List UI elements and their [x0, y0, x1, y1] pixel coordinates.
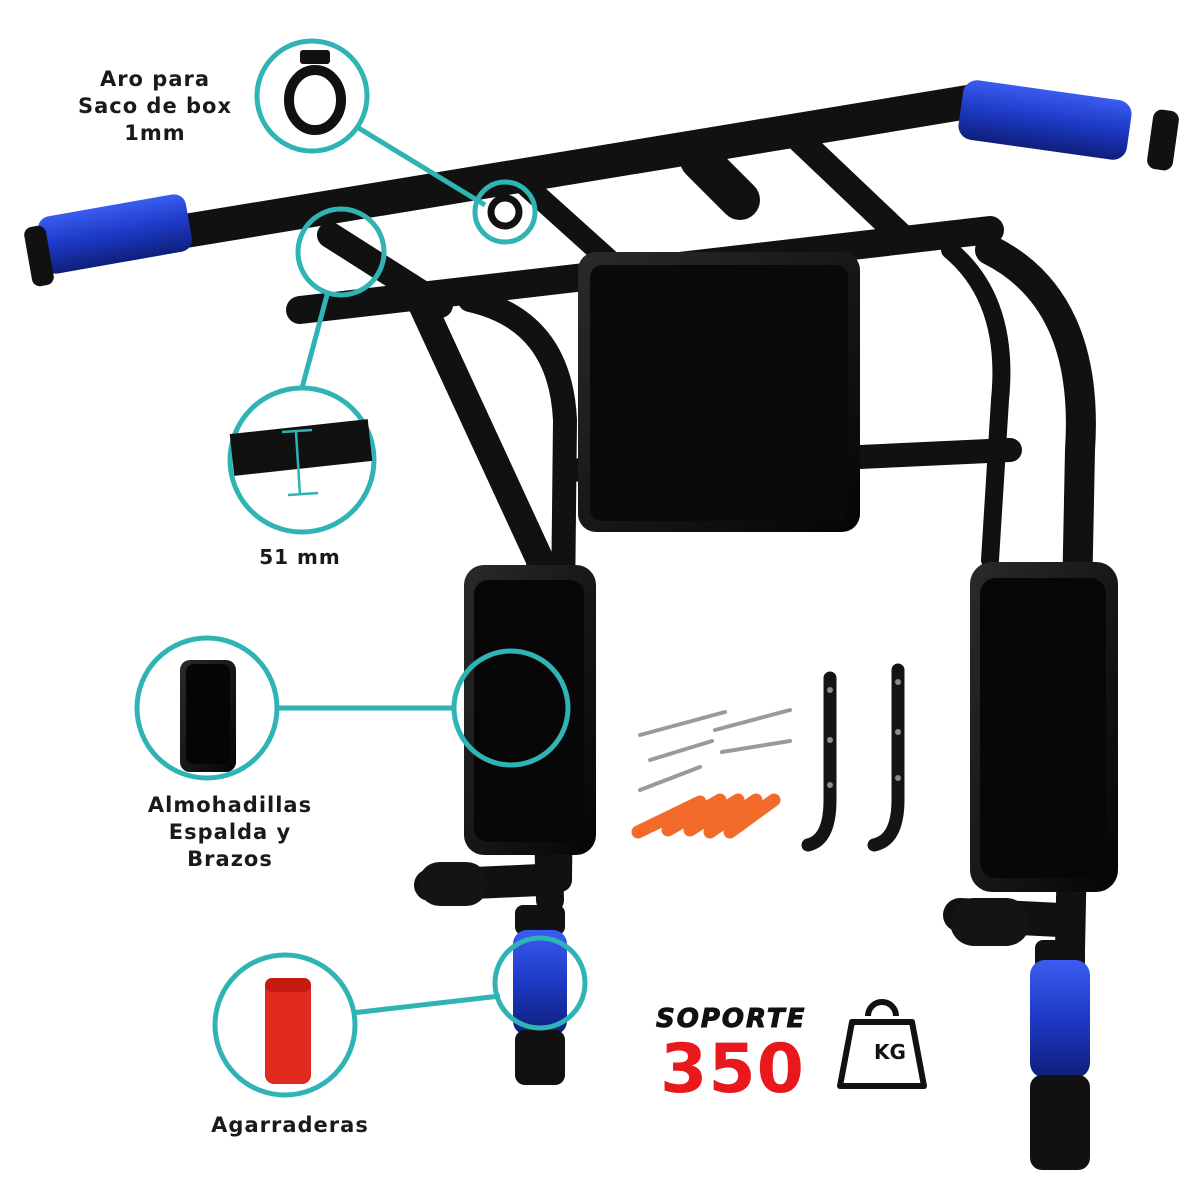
- top-bar-grips: [24, 80, 1179, 287]
- arm-pad-right: [970, 562, 1118, 892]
- right-vertical-handle: [1030, 940, 1090, 1170]
- capacity-unit: KG: [874, 1040, 906, 1064]
- ring-target-circle: [472, 179, 538, 245]
- wall-anchors: [631, 793, 781, 839]
- capacity-label: SOPORTE: [656, 1004, 807, 1035]
- ring-callout-label: Aro para Saco de box 1mm: [77, 67, 233, 145]
- tube-diameter-label: 51 mm: [259, 545, 341, 569]
- wall-brackets: [801, 663, 905, 852]
- pads-target-circle: [451, 648, 571, 768]
- weight-icon: [837, 999, 927, 1089]
- mounting-screws: [638, 708, 792, 792]
- ring-closeup-icon: [284, 50, 346, 135]
- ring-callout-circle: [254, 38, 370, 154]
- tube-closeup-icon: [229, 419, 373, 497]
- capacity-value: 350: [660, 1030, 805, 1109]
- pads-callout-label: Almohadillas Espalda y Brazos: [147, 793, 313, 871]
- bag-ring: [487, 194, 523, 230]
- left-vertical-handle: [513, 905, 567, 1085]
- left-foam-roll: [418, 862, 488, 906]
- back-pad: [578, 252, 860, 532]
- tube-target-circle: [295, 206, 387, 298]
- arm-pad-left: [464, 565, 596, 855]
- grip-closeup-icon: [265, 978, 311, 1084]
- right-foam-roll: [950, 898, 1030, 946]
- grips-target-circle: [492, 935, 588, 1031]
- grips-callout-label: Agarraderas: [211, 1113, 369, 1137]
- callout-connectors: [276, 121, 501, 1016]
- pad-closeup-icon: [180, 660, 236, 772]
